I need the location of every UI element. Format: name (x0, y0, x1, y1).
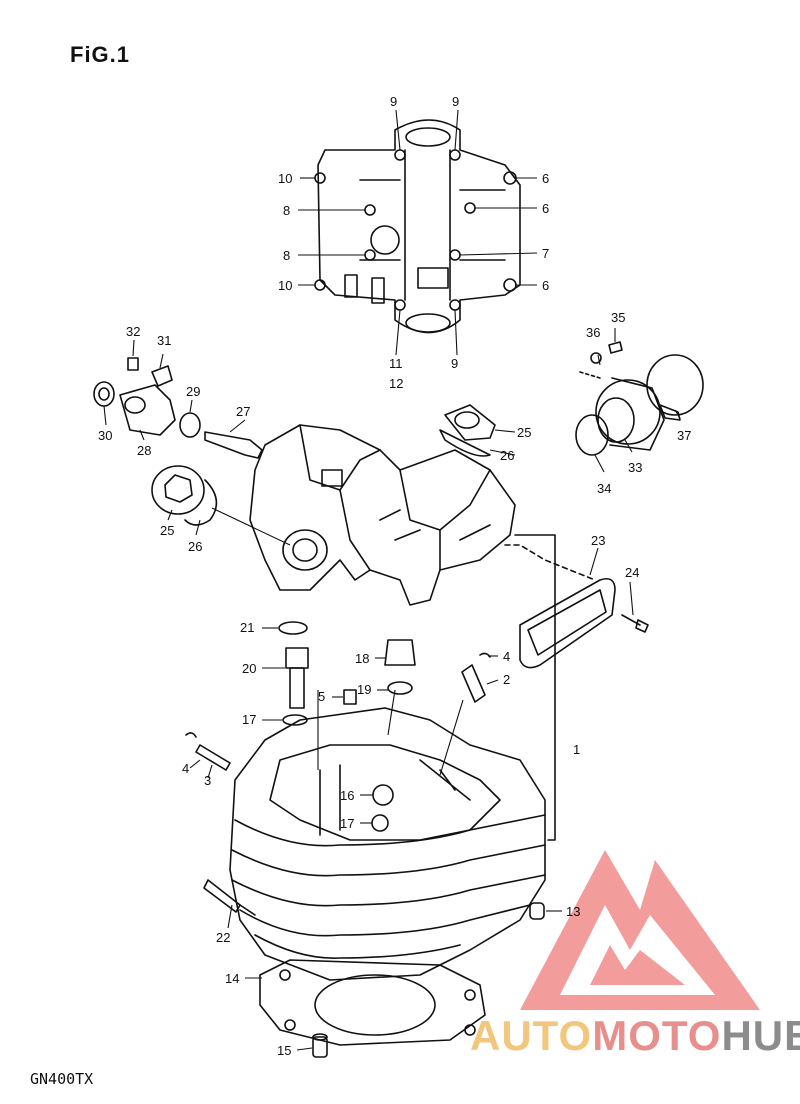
callout-20: 20 (242, 661, 256, 676)
side-cover-plate (519, 577, 616, 669)
rocker-housing (249, 424, 516, 606)
intake-pipe-33 (595, 377, 665, 451)
callout-36: 36 (586, 325, 600, 340)
callout-31: 31 (157, 333, 171, 348)
clamp-37 (646, 354, 704, 421)
callout-18: 18 (355, 651, 369, 666)
cap-13 (529, 902, 545, 920)
callout-6-b: 6 (542, 201, 549, 216)
oil-seal-30 (93, 381, 115, 407)
callout-26-right: 26 (500, 448, 514, 463)
callout-22: 22 (216, 930, 230, 945)
gasket-26-right (439, 429, 491, 457)
head-cover (314, 119, 521, 334)
callout-6-a: 6 (542, 171, 549, 186)
callout-14: 14 (225, 971, 239, 986)
callout-17-b: 17 (340, 816, 354, 831)
washer-19 (387, 681, 413, 695)
washer-17 (282, 714, 308, 726)
callout-33: 33 (628, 460, 642, 475)
clip-4-left (185, 732, 197, 738)
watermark-logo (520, 850, 760, 1010)
bolt-24 (621, 614, 649, 633)
screw-35 (608, 341, 623, 354)
gear-27 (204, 431, 263, 459)
dowel-pin-15 (312, 1033, 328, 1058)
tach-drive-28 (119, 384, 176, 436)
pin-3 (195, 744, 231, 771)
leader-dashed (504, 544, 596, 581)
figure-title: FiG.1 (70, 42, 131, 67)
watermark-moto: MOTO (592, 1012, 722, 1059)
callout-labels: 9 9 10 8 8 10 6 6 7 6 11 12 9 32 31 29 2… (98, 94, 691, 1058)
cap-25-right (444, 404, 496, 441)
o-ring-34 (575, 414, 609, 456)
callout-13: 13 (566, 904, 580, 919)
callout-25-right: 25 (517, 425, 531, 440)
watermark-auto: AUTO (470, 1012, 593, 1059)
leader-lines (103, 109, 681, 1051)
callout-8-a: 8 (283, 203, 290, 218)
o-ring-21 (278, 621, 308, 635)
callout-9-a: 9 (390, 94, 397, 109)
callout-9-c: 9 (451, 356, 458, 371)
callout-5: 5 (318, 689, 325, 704)
head-gasket (259, 959, 486, 1046)
callout-9-b: 9 (452, 94, 459, 109)
callout-34: 34 (597, 481, 611, 496)
callout-32: 32 (126, 324, 140, 339)
seal-26-left (184, 479, 218, 526)
callout-10-a: 10 (278, 171, 292, 186)
callout-11: 11 (389, 356, 403, 371)
callout-7: 7 (542, 246, 549, 261)
watermark-text: AUTOMOTOHUB (470, 1015, 800, 1057)
callout-3: 3 (204, 773, 211, 788)
callout-25-left: 25 (160, 523, 174, 538)
callout-28: 28 (137, 443, 151, 458)
callout-26-left: 26 (188, 539, 202, 554)
callout-23: 23 (591, 533, 605, 548)
callout-37: 37 (677, 428, 691, 443)
callout-1: 1 (573, 742, 580, 757)
spark-plug-22 (203, 879, 256, 916)
washer-36 (590, 352, 602, 364)
callout-30: 30 (98, 428, 112, 443)
callout-8-b: 8 (283, 248, 290, 263)
callout-19: 19 (357, 682, 371, 697)
cylinder-head (229, 707, 546, 981)
screw-32 (127, 357, 139, 371)
callout-2: 2 (503, 672, 510, 687)
callout-35: 35 (611, 310, 625, 325)
leader-dash-36 (579, 371, 601, 379)
plate-31 (151, 365, 173, 387)
callout-4-right: 4 (503, 649, 510, 664)
callout-4-left: 4 (182, 761, 189, 776)
pin-2 (461, 664, 486, 703)
callout-12: 12 (389, 376, 403, 391)
callout-27: 27 (236, 404, 250, 419)
cap-nut-18 (384, 639, 416, 666)
callout-21: 21 (240, 620, 254, 635)
model-code: GN400TX (30, 1070, 94, 1088)
callout-15: 15 (277, 1043, 291, 1058)
callout-6-c: 6 (542, 278, 549, 293)
plug-25-left (151, 465, 205, 515)
nut-5 (343, 689, 357, 705)
callout-29: 29 (186, 384, 200, 399)
fitting-20 (285, 647, 309, 709)
watermark-hub: HUB (721, 1012, 800, 1059)
callout-17-a: 17 (242, 712, 256, 727)
o-ring-29 (179, 412, 201, 438)
callout-10-b: 10 (278, 278, 292, 293)
leader-bracket-1 (514, 534, 556, 841)
callout-24: 24 (625, 565, 639, 580)
callout-16: 16 (340, 788, 354, 803)
